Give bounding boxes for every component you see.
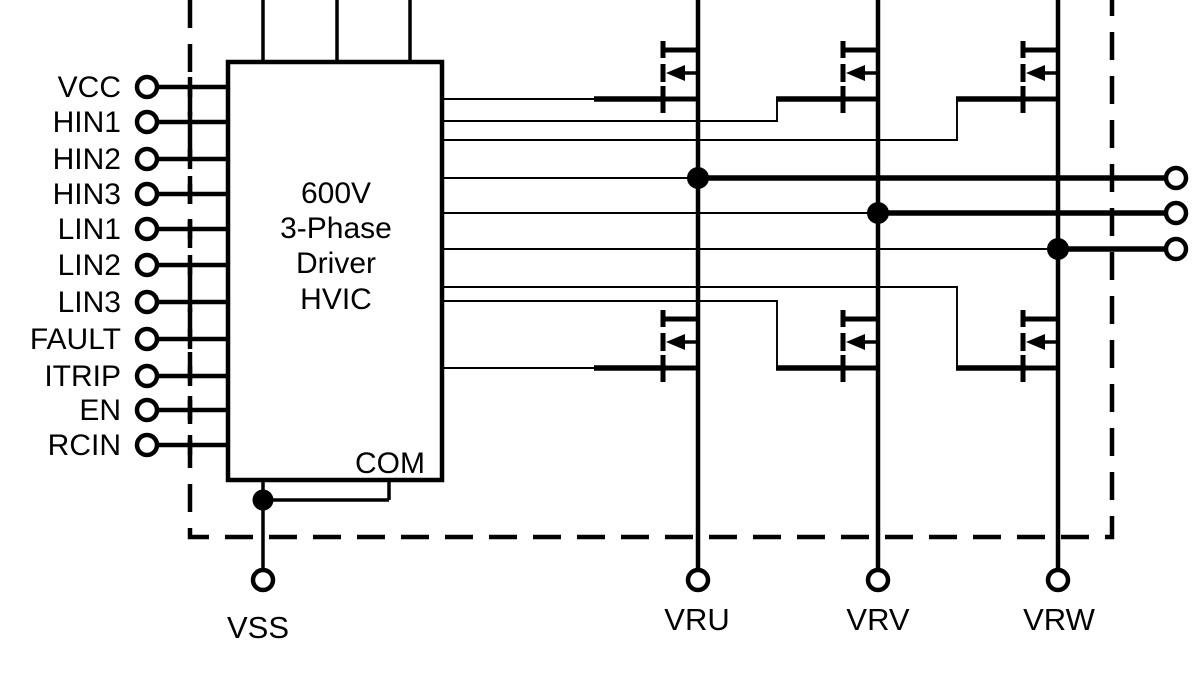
com-node-dot — [252, 489, 274, 511]
input-pin-fault: FAULT — [30, 323, 228, 356]
pin-label: FAULT — [30, 323, 121, 356]
pin-terminal-circle — [134, 432, 160, 458]
route-lo3-thin — [442, 286, 958, 367]
input-pin-hin1: HIN1 — [53, 106, 228, 139]
pin-label: LIN2 — [58, 249, 121, 282]
pin-terminal-circle — [134, 109, 160, 135]
pin-label: HIN1 — [53, 106, 121, 139]
ic-title-line: HVIC — [300, 283, 372, 316]
shunt-terminal-vrv — [865, 567, 891, 593]
input-pin-itrip: ITRIP — [44, 360, 228, 393]
high-side-mosfet-u — [663, 41, 698, 113]
phase-leg-v: VRV — [843, 0, 1189, 637]
low-side-mosfet-u — [663, 310, 698, 382]
input-pin-vcc: VCC — [58, 71, 228, 104]
ic-title-line: Driver — [296, 247, 376, 280]
output-terminal-u — [1163, 165, 1189, 191]
route-ho2-thin — [442, 100, 778, 122]
phase-node-dot-u — [687, 167, 709, 189]
phase-node-dot-v — [867, 202, 889, 224]
pin-label: VCC — [58, 71, 121, 104]
com-pin-label: COM — [355, 447, 425, 480]
ic-outline — [225, 59, 445, 483]
high-side-mosfet-w — [1023, 41, 1058, 113]
pin-terminal-circle — [134, 74, 160, 100]
pin-label: EN — [79, 394, 121, 427]
route-lo2-thin — [442, 300, 778, 367]
pin-label: ITRIP — [44, 360, 121, 393]
input-pin-hin3: HIN3 — [53, 178, 228, 211]
pin-label: HIN3 — [53, 178, 121, 211]
input-pin-rcin: RCIN — [48, 429, 228, 462]
output-terminal-w — [1163, 236, 1189, 262]
input-pin-lin3: LIN3 — [58, 286, 228, 319]
phase-leg-u: VRU — [663, 0, 1189, 637]
terminal-label-vss: VSS — [227, 610, 289, 645]
phase-node-dot-w — [1047, 238, 1069, 260]
input-pin-lin1: LIN1 — [58, 213, 228, 246]
pin-terminal-circle — [134, 146, 160, 172]
vss-terminal — [250, 567, 276, 593]
driver-ic-block: 600V 3-Phase Driver HVIC COM — [225, 0, 445, 483]
input-pin-lin2: LIN2 — [58, 249, 228, 282]
pin-terminal-circle — [134, 326, 160, 352]
pin-terminal-circle — [134, 216, 160, 242]
terminal-label-vru: VRU — [664, 602, 729, 637]
input-pin-en: EN — [79, 394, 228, 427]
pin-label: RCIN — [48, 429, 121, 462]
high-side-mosfet-v — [843, 41, 878, 113]
shunt-terminal-vrw — [1045, 567, 1071, 593]
output-terminal-v — [1163, 200, 1189, 226]
pin-terminal-circle — [134, 289, 160, 315]
com-vss-net: VSS — [227, 480, 391, 645]
gate-routing — [442, 96, 1052, 371]
low-side-mosfet-w — [1023, 310, 1058, 382]
terminal-label-vrw: VRW — [1023, 602, 1096, 637]
pin-terminal-circle — [134, 181, 160, 207]
pin-label: LIN3 — [58, 286, 121, 319]
pin-terminal-circle — [134, 252, 160, 278]
low-side-mosfet-v — [843, 310, 878, 382]
input-pin-hin2: HIN2 — [53, 143, 228, 176]
pin-label: LIN1 — [58, 213, 121, 246]
ic-title-line: 600V — [301, 177, 371, 210]
shunt-terminal-vru — [685, 567, 711, 593]
phase-leg-w: VRW — [1023, 0, 1189, 637]
ic-title-line: 3-Phase — [280, 212, 392, 245]
terminal-label-vrv: VRV — [846, 602, 910, 637]
pin-terminal-circle — [134, 363, 160, 389]
pin-label: HIN2 — [53, 143, 121, 176]
pin-terminal-circle — [134, 397, 160, 423]
route-ho3-thin — [442, 100, 958, 141]
